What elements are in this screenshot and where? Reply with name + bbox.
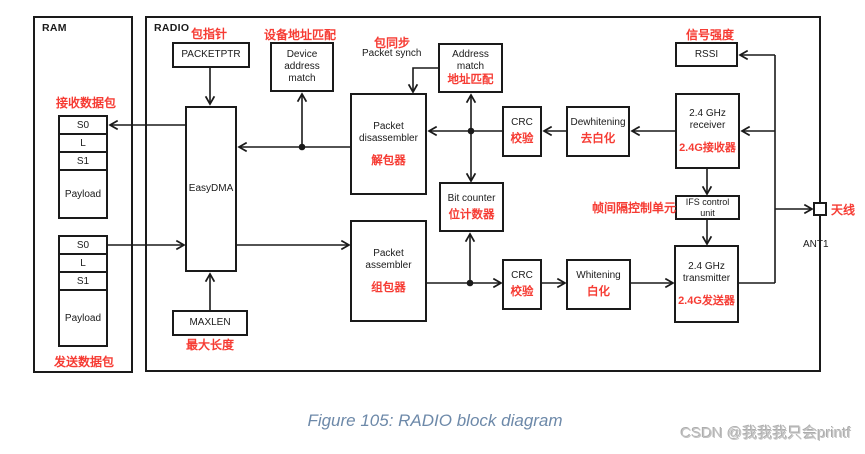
rx-field-l: L <box>58 133 108 153</box>
whitening-label: Whitening <box>576 270 621 282</box>
rx-field-s0: S0 <box>58 115 108 135</box>
packetptr-label: PACKETPTR <box>181 49 241 60</box>
maxlen-label: MAXLEN <box>189 317 231 328</box>
device-address-match-annotation: 设备地址匹配 <box>264 28 337 42</box>
block-packet-disassembler: Packet disassembler 解包器 <box>350 93 427 195</box>
tx-field-l: L <box>58 253 108 273</box>
packet-synch-label: Packet synch <box>362 48 422 59</box>
block-packet-assembler: Packet assembler 组包器 <box>350 220 427 322</box>
junction-dot <box>466 279 474 287</box>
transmitter-label: 2.4 GHz transmitter <box>682 260 731 284</box>
junction-dot <box>467 127 475 135</box>
dewhitening-cn: 去白化 <box>580 133 616 146</box>
device-address-match-label: Device address match <box>284 49 320 84</box>
maxlen-annotation: 最大长度 <box>186 338 235 352</box>
block-crc-rx: CRC 校验 <box>502 106 542 157</box>
receiver-cn: 2.4G接收器 <box>679 141 736 154</box>
block-address-match: Address match 地址匹配 <box>438 43 503 93</box>
block-easydma: EasyDMA <box>185 106 237 272</box>
transmitter-cn: 2.4G发送器 <box>678 294 735 307</box>
ram-label: RAM <box>42 22 67 34</box>
tx-field-payload: Payload <box>58 289 108 347</box>
receiver-label: 2.4 GHz receiver <box>689 107 726 131</box>
tx-field-s0: S0 <box>58 235 108 255</box>
crc-tx-cn: 校验 <box>510 286 534 299</box>
packet-disassembler-label: Packet disassembler <box>359 120 418 144</box>
rssi-label: RSSI <box>694 48 719 60</box>
antenna-icon <box>813 202 827 216</box>
radio-label: RADIO <box>154 22 190 34</box>
crc-rx-cn: 校验 <box>510 133 534 146</box>
block-dewhitening: Dewhitening 去白化 <box>566 106 630 157</box>
radio-container: RADIO <box>145 16 821 372</box>
block-maxlen: MAXLEN <box>172 310 248 336</box>
packet-synch-annotation: 包同步 <box>374 36 411 50</box>
whitening-cn: 白化 <box>587 286 610 299</box>
junction-dot <box>298 143 306 151</box>
ifs-label: IFS control unit <box>685 197 730 218</box>
block-bit-counter: Bit counter 位计数器 <box>439 182 504 232</box>
block-rssi: RSSI <box>675 42 738 67</box>
packet-assembler-cn: 组包器 <box>371 281 406 294</box>
ram-container: RAM <box>33 16 133 373</box>
rx-field-payload: Payload <box>58 169 108 219</box>
block-device-address-match: Device address match <box>270 42 334 92</box>
rx-field-s1: S1 <box>58 151 108 171</box>
address-match-cn: 地址匹配 <box>447 74 494 87</box>
bit-counter-label: Bit counter <box>447 192 496 204</box>
rssi-annotation: 信号强度 <box>686 28 735 42</box>
block-transmitter: 2.4 GHz transmitter 2.4G发送器 <box>674 245 739 323</box>
address-match-label: Address match <box>452 49 489 73</box>
tx-field-s1: S1 <box>58 271 108 291</box>
connector-packetsynch-disassembler <box>413 67 438 92</box>
antenna-label: ANT1 <box>803 239 829 250</box>
packetptr-annotation: 包指针 <box>191 27 228 41</box>
block-ifs-control: IFS control unit <box>675 195 740 220</box>
figure-caption: Figure 105: RADIO block diagram <box>307 411 563 430</box>
packet-disassembler-cn: 解包器 <box>371 154 406 167</box>
antenna-annotation: 天线 <box>831 203 856 217</box>
bit-counter-cn: 位计数器 <box>448 208 495 221</box>
block-whitening: Whitening 白化 <box>566 259 631 310</box>
dewhitening-label: Dewhitening <box>570 117 626 129</box>
block-packetptr: PACKETPTR <box>172 42 250 68</box>
packet-assembler-label: Packet assembler <box>365 247 412 271</box>
block-receiver: 2.4 GHz receiver 2.4G接收器 <box>675 93 740 169</box>
crc-rx-label: CRC <box>511 117 533 129</box>
ifs-annotation: 帧间隔控制单元 <box>592 201 677 215</box>
crc-tx-label: CRC <box>511 270 533 282</box>
tx-packet-annotation: 发送数据包 <box>54 355 115 369</box>
watermark: CSDN @我我我只会printf <box>680 425 851 442</box>
block-crc-tx: CRC 校验 <box>502 259 542 310</box>
easydma-label: EasyDMA <box>188 183 234 194</box>
rx-packet-annotation: 接收数据包 <box>56 96 117 110</box>
